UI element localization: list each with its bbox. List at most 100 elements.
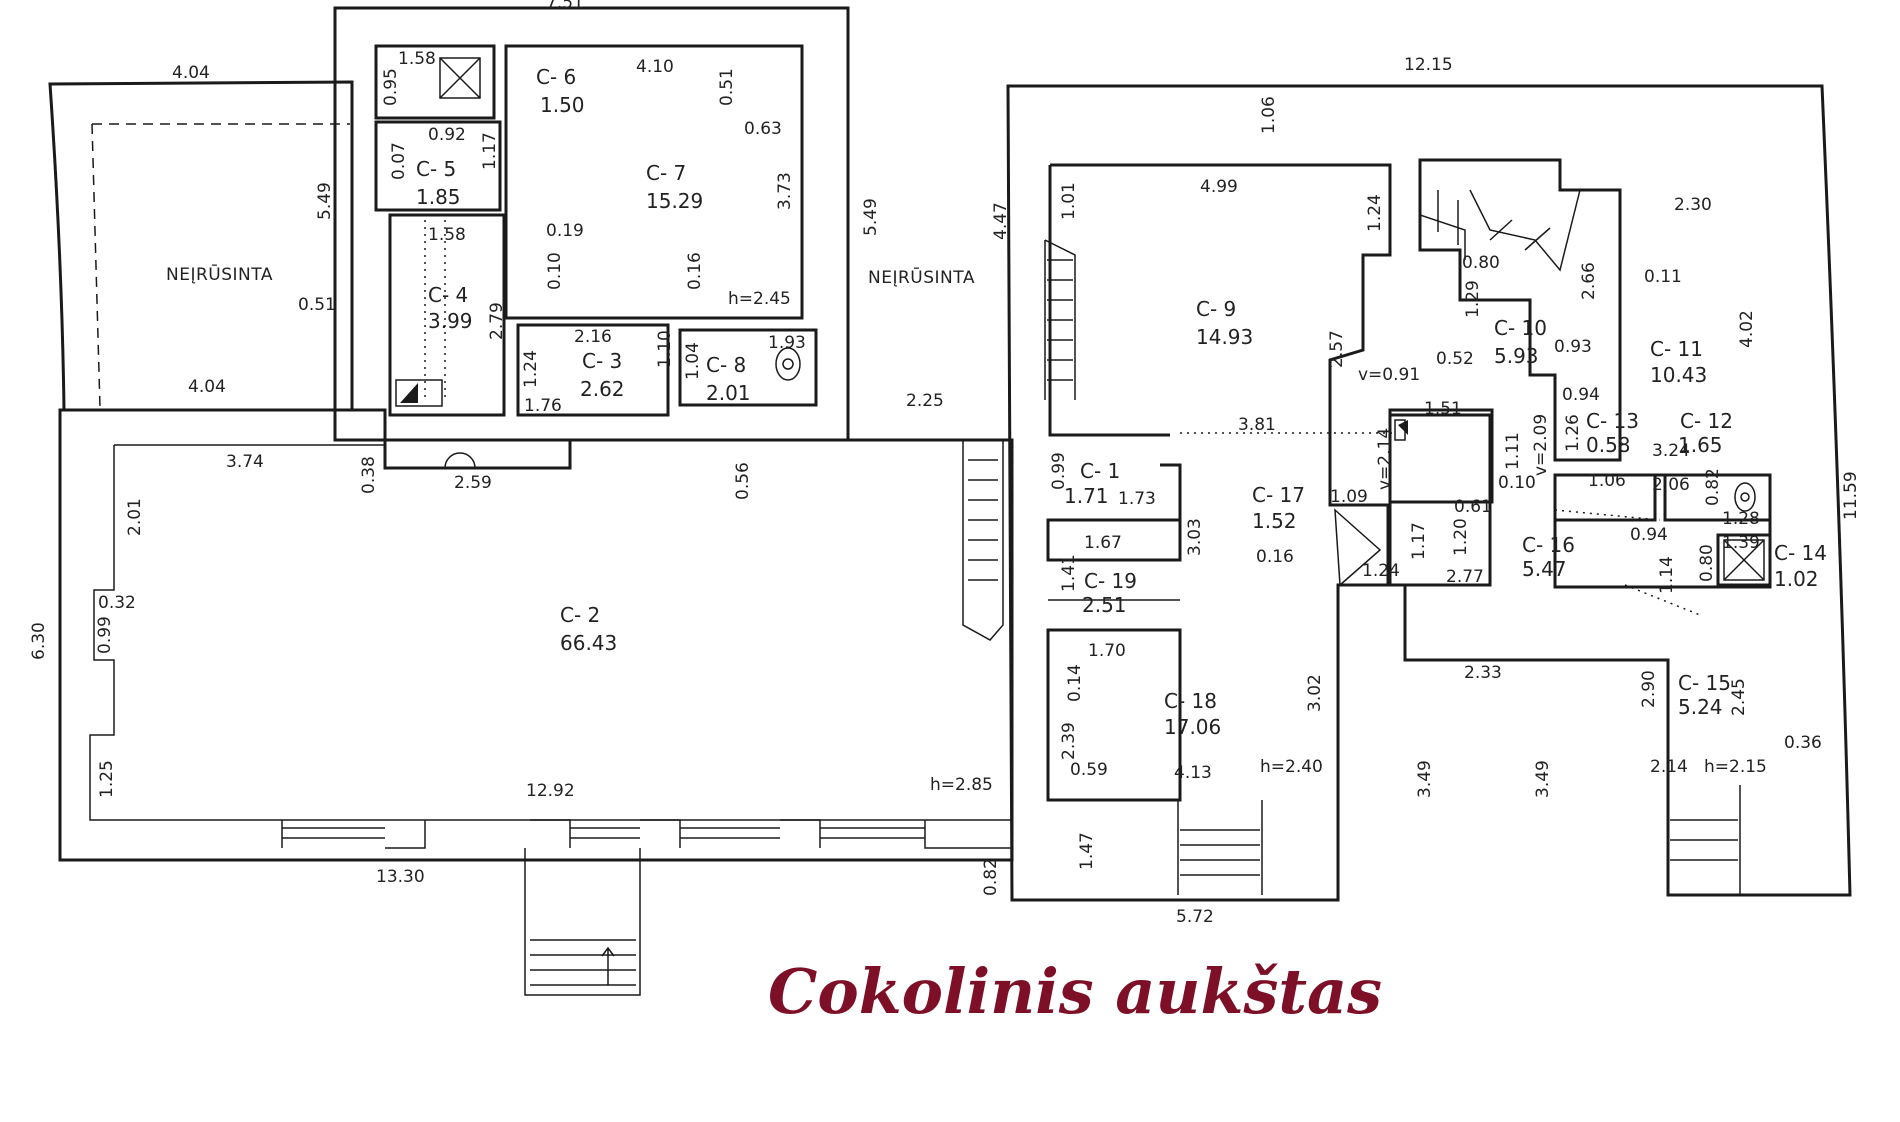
dim-label: h=2.15 <box>1704 757 1767 777</box>
dim-label: 0.10 <box>545 252 565 290</box>
room-area-c15: 5.24 <box>1678 695 1723 719</box>
dim-label: h=2.45 <box>728 289 791 309</box>
dim-label: 2.45 <box>1729 678 1749 716</box>
dim-label: 0.94 <box>1562 385 1600 405</box>
dim-label: 1.06 <box>1259 96 1279 134</box>
dim-label: 3.49 <box>1415 760 1435 798</box>
dim-label: 1.17 <box>1409 522 1429 560</box>
dim-label: 0.80 <box>1697 544 1717 582</box>
dim-label: 1.10 <box>655 330 675 368</box>
room-name-c18: C- 18 <box>1164 689 1217 713</box>
dim-label: 1.76 <box>524 396 562 416</box>
dim-label: 1.67 <box>1084 533 1122 553</box>
dim-label: 2.90 <box>1639 670 1659 708</box>
room-area-c3: 2.62 <box>580 377 625 401</box>
dim-label: 1.41 <box>1059 554 1079 592</box>
dim-label: 0.10 <box>1498 473 1536 493</box>
room-name-c15: C- 15 <box>1678 671 1731 695</box>
dim-label: 1.58 <box>428 225 466 245</box>
dim-label: 2.39 <box>1059 722 1079 760</box>
dim-label: 3.73 <box>775 172 795 210</box>
dim-label: 0.51 <box>298 295 336 315</box>
dim-label: 1.20 <box>1451 518 1471 556</box>
dim-label: 1.29 <box>1463 280 1483 318</box>
dim-label: 1.47 <box>1077 832 1097 870</box>
floor-title: Cokolinis aukštas <box>768 955 1383 1028</box>
dim-label: 0.11 <box>1644 267 1682 287</box>
dim-label: 1.25 <box>97 760 117 798</box>
dimension-labels: 7.51 4.04 5.49 0.51 4.04 1.58 0.95 0.92 … <box>29 0 1861 927</box>
dim-label: 2.57 <box>1327 330 1347 368</box>
dim-label: 1.58 <box>398 49 436 69</box>
dim-label: 3.74 <box>226 452 264 472</box>
room-name-c1: C- 1 <box>1080 459 1120 483</box>
dim-label: 1.24 <box>521 350 541 388</box>
dim-label: 0.07 <box>389 142 409 180</box>
dim-label: 11.59 <box>1841 471 1861 520</box>
room-name-c10: C- 10 <box>1494 316 1547 340</box>
dim-label: 0.38 <box>359 456 379 494</box>
dim-label: 2.16 <box>574 327 612 347</box>
room-name-c4: C- 4 <box>428 283 468 307</box>
dim-label: 3.49 <box>1533 760 1553 798</box>
room-name-c17: C- 17 <box>1252 483 1305 507</box>
dim-label: h=2.85 <box>930 775 993 795</box>
dim-label: 2.59 <box>454 473 492 493</box>
dim-label: 0.63 <box>744 119 782 139</box>
room-area-c1: 1.71 <box>1064 484 1109 508</box>
room-area-c11: 10.43 <box>1650 363 1707 387</box>
c4-fixture-icon <box>395 379 443 407</box>
room-area-c7: 15.29 <box>646 189 703 213</box>
dim-label: 0.52 <box>1436 349 1474 369</box>
dim-label: 2.06 <box>1652 475 1690 495</box>
room-area-c6: 1.50 <box>540 93 585 117</box>
room-name-c3: C- 3 <box>582 349 622 373</box>
dim-label: 12.92 <box>526 781 575 801</box>
dim-label: 1.73 <box>1118 489 1156 509</box>
dim-label: 1.93 <box>768 333 806 353</box>
dim-label: 2.33 <box>1464 663 1502 683</box>
room-area-c5: 1.85 <box>416 185 461 209</box>
dim-label: 0.36 <box>1784 733 1822 753</box>
dim-label: 0.82 <box>981 858 1001 896</box>
dim-label: 4.04 <box>172 63 210 83</box>
dim-label: 1.11 <box>1503 432 1523 470</box>
dim-label: 7.51 <box>546 0 584 13</box>
dim-label: 4.13 <box>1174 763 1212 783</box>
dim-label: 3.02 <box>1305 674 1325 712</box>
unheated-labels: NEĮRŪSINTA NEĮRŪSINTA <box>166 263 974 288</box>
dim-label: 1.70 <box>1088 641 1126 661</box>
room-area-c9: 14.93 <box>1196 325 1253 349</box>
room-area-c16: 5.47 <box>1522 557 1567 581</box>
right-block <box>962 84 1852 902</box>
dim-label: 12.15 <box>1404 55 1453 75</box>
dim-label: 0.92 <box>428 125 466 145</box>
dim-label: 1.39 <box>1722 533 1760 553</box>
dim-label: v=2.14 <box>1375 428 1395 490</box>
c12-toilet-icon <box>1734 482 1756 512</box>
room-area-c17: 1.52 <box>1252 509 1297 533</box>
dim-label: 13.30 <box>376 867 425 887</box>
dim-label: 0.56 <box>733 462 753 500</box>
dim-label: 3.81 <box>1238 415 1276 435</box>
room-area-c14: 1.02 <box>1774 567 1819 591</box>
dim-label: v=2.09 <box>1531 414 1551 476</box>
dim-label: 2.66 <box>1579 262 1599 300</box>
c6-fixture-icon <box>439 57 481 99</box>
room-name-c6: C- 6 <box>536 65 576 89</box>
dim-label: 3.24 <box>1652 441 1690 461</box>
dim-label: h=2.40 <box>1260 757 1323 777</box>
room-name-c2: C- 2 <box>560 603 600 627</box>
room-area-c19: 2.51 <box>1082 593 1127 617</box>
dim-label: 0.16 <box>685 252 705 290</box>
dim-label: 4.47 <box>991 202 1011 240</box>
dim-label: 6.30 <box>29 622 49 660</box>
room-area-c12: 1.65 <box>1678 433 1723 457</box>
dim-label: v=0.91 <box>1358 365 1420 385</box>
dim-label: 0.14 <box>1065 664 1085 702</box>
dim-label: 2.30 <box>1674 195 1712 215</box>
room-name-c5: C- 5 <box>416 157 456 181</box>
c14-fixture-icon <box>1723 539 1765 581</box>
dim-label: 4.10 <box>636 57 674 77</box>
room-name-c19: C- 19 <box>1084 569 1137 593</box>
